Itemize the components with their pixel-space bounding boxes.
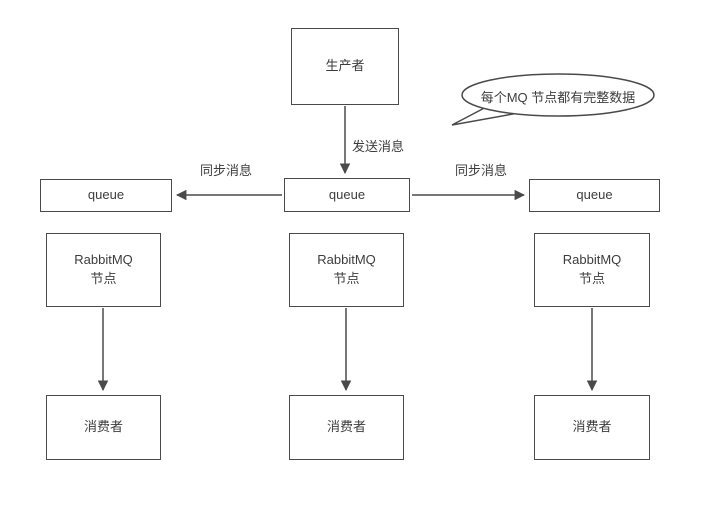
consumer-box-left: 消费者 bbox=[46, 395, 161, 460]
send-message-label: 发送消息 bbox=[352, 139, 405, 154]
queue-box-center: queue bbox=[284, 178, 410, 212]
consumer-box-right: 消费者 bbox=[534, 395, 650, 460]
rabbitmq-node-box-right: RabbitMQ 节点 bbox=[534, 233, 650, 307]
queue-box-left: queue bbox=[40, 179, 172, 212]
sync-message-right-label: 同步消息 bbox=[455, 163, 508, 178]
callout-text: 每个MQ 节点都有完整数据 bbox=[480, 90, 636, 105]
queue-box-right: queue bbox=[529, 179, 660, 212]
producer-box: 生产者 bbox=[291, 28, 399, 105]
consumer-box-center: 消费者 bbox=[289, 395, 404, 460]
rabbitmq-node-box-left: RabbitMQ 节点 bbox=[46, 233, 161, 307]
rabbitmq-node-box-center: RabbitMQ 节点 bbox=[289, 233, 404, 307]
sync-message-left-label: 同步消息 bbox=[200, 163, 253, 178]
